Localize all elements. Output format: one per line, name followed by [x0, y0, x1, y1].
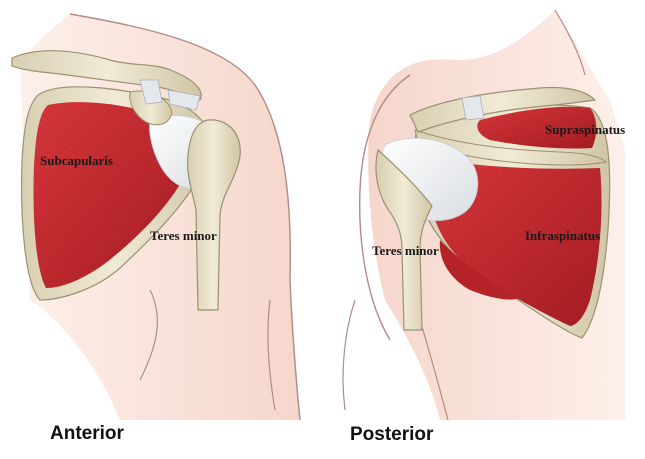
label-infraspinatus: Infraspinatus: [525, 228, 600, 244]
label-subscapularis: Subcapularis: [40, 153, 113, 169]
label-teres-minor-anterior: Teres minor: [150, 228, 217, 244]
label-teres-minor-posterior: Teres minor: [372, 243, 439, 259]
view-title-anterior: Anterior: [50, 423, 124, 445]
posterior-view: [343, 10, 625, 420]
anterior-view: [12, 14, 300, 420]
posterior-ligament: [462, 96, 484, 120]
view-title-posterior: Posterior: [350, 424, 433, 446]
label-supraspinatus: Supraspinatus: [545, 122, 625, 138]
